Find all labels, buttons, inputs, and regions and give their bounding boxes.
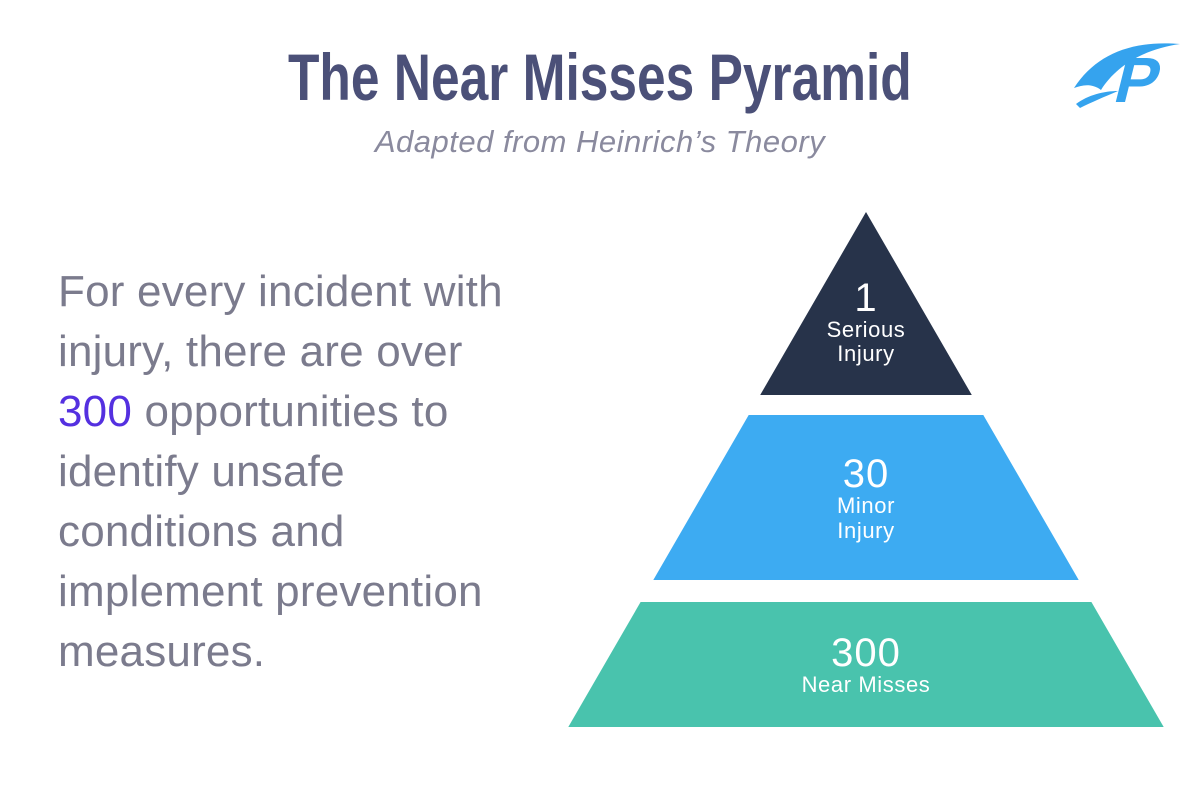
intro-paragraph: For every incident with injury, there ar… (58, 262, 598, 682)
pyramid-diagram: 1 Serious Injury 30 Minor Injury 300 Nea… (568, 212, 1164, 727)
tier1-value: 1 (854, 276, 877, 320)
intro-line: 300 opportunities to (58, 382, 598, 442)
tier2-value: 30 (843, 452, 890, 496)
intro-line-rest: opportunities to (132, 387, 449, 436)
intro-line: injury, there are over (58, 327, 463, 376)
logo-small-swoosh-icon (1076, 91, 1118, 108)
tier3-label-line1: Near Misses (802, 672, 931, 697)
intro-line: measures. (58, 627, 266, 676)
brand-logo: P (1074, 43, 1180, 116)
pyramid-tier-serious-injury (760, 212, 972, 395)
swoosh-p-icon: P (1074, 43, 1180, 116)
tier1-label-line2: Injury (837, 341, 894, 366)
tier3-value: 300 (831, 631, 901, 675)
page-subtitle: Adapted from Heinrich’s Theory (374, 124, 826, 159)
pyramid-tier-near-misses (568, 602, 1164, 727)
header: The Near Misses Pyramid Adapted from Hei… (0, 44, 1200, 160)
tier2-label-line1: Minor (837, 493, 895, 518)
pyramid-tier-minor-injury (653, 415, 1079, 580)
intro-highlight-number: 300 (58, 387, 133, 436)
tier1-label-line1: Serious (827, 317, 906, 342)
intro-line: conditions and (58, 507, 345, 556)
intro-line: identify unsafe (58, 447, 345, 496)
intro-line: implement prevention (58, 567, 483, 616)
tier2-label-line2: Injury (837, 518, 894, 543)
logo-large-swoosh-icon (1074, 43, 1180, 90)
intro-line: For every incident with (58, 267, 503, 316)
page-title: The Near Misses Pyramid (288, 40, 912, 114)
